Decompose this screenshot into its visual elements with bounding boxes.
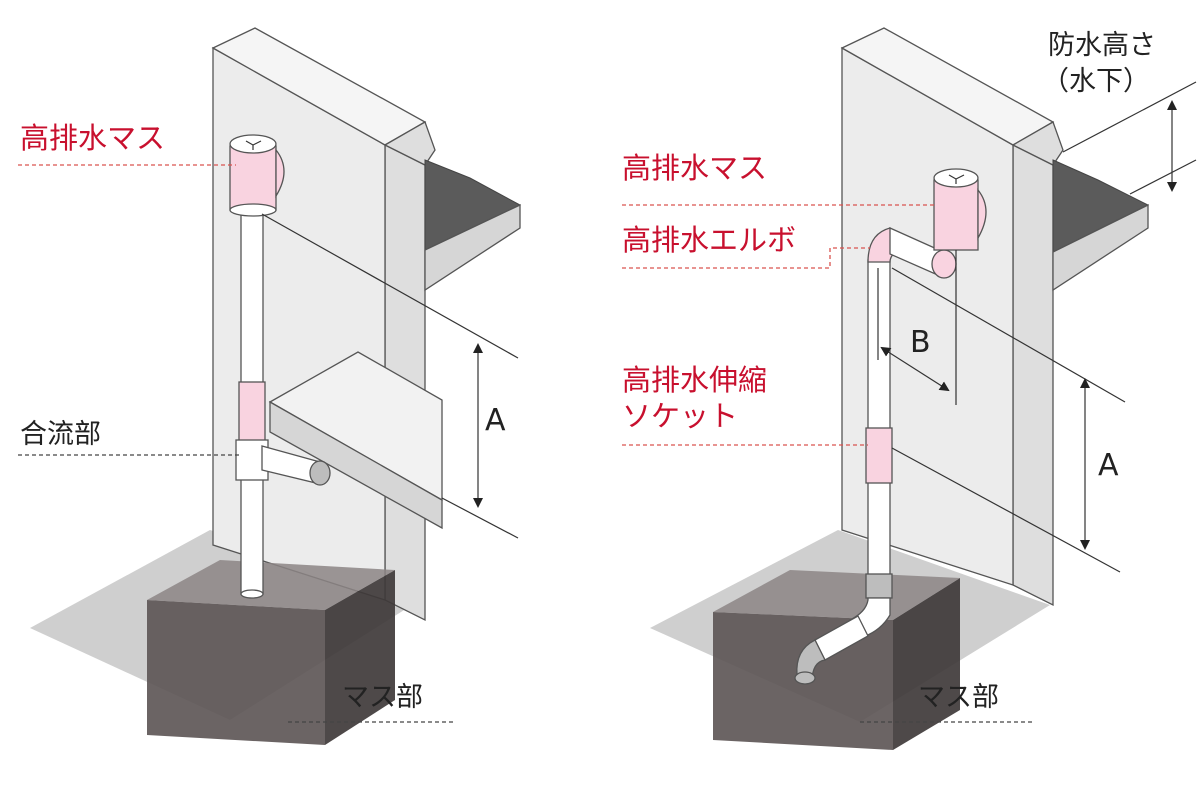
right-mass-body <box>933 179 979 251</box>
right-pink-socket <box>865 427 893 484</box>
right-illustration: B A 高排水マス 高排水エルボ 高排水伸縮 ソケット マス部 防水高さ （水下… <box>622 27 1197 750</box>
left-mass-lid <box>229 134 277 154</box>
left-mass-lid-mark <box>245 140 262 150</box>
right-elbow-leader <box>622 247 870 269</box>
left-dim-a-label: A <box>485 403 506 438</box>
right-roof-slab-edge <box>1052 203 1149 292</box>
left-basin-front <box>147 600 325 745</box>
right-dim-ext-bottom <box>891 447 1121 573</box>
right-mass-label: 高排水マス <box>622 151 767 185</box>
right-waterproof-label-line2: （水下） <box>1042 66 1150 97</box>
right-bottom-outlet-end <box>794 671 816 685</box>
right-dim-b-arrow <box>880 346 950 392</box>
right-dim-b-label: B <box>910 325 931 360</box>
left-basin-top <box>147 560 395 610</box>
left-pipe-bottom-end <box>240 589 264 599</box>
left-pink-socket <box>238 381 266 445</box>
left-mass-bottom <box>229 203 277 217</box>
right-wall-cap <box>1011 121 1064 166</box>
left-mass-label: 高排水マス <box>20 121 165 155</box>
right-elbow-joint <box>931 249 957 279</box>
right-basin-side <box>893 578 960 750</box>
left-illustration: A 高排水マス 合流部 マス部 <box>18 27 522 745</box>
left-roof-slab-edge <box>424 203 521 292</box>
right-socket-label-line2: ソケット <box>622 399 738 433</box>
right-mass-side-lug <box>977 188 987 241</box>
left-merge-label: 合流部 <box>20 419 101 450</box>
right-dim-a-label: A <box>1098 448 1119 483</box>
right-waterproof-ext-top <box>1062 81 1197 153</box>
right-mass-lid <box>933 168 979 188</box>
right-socket-label-line1: 高排水伸縮 <box>622 363 767 397</box>
left-dim-ext-top <box>261 213 519 359</box>
right-basin-top <box>713 570 960 620</box>
right-elbow-label: 高排水エルボ <box>622 223 796 257</box>
left-basin-side <box>325 570 395 745</box>
left-balcony-edge <box>269 400 443 530</box>
right-wall-side <box>1012 143 1054 607</box>
right-waterproof-ext-bottom <box>1129 159 1197 195</box>
right-basin-label: マス部 <box>918 682 999 713</box>
left-mass-side-lug <box>275 148 285 199</box>
left-wall-cap <box>383 121 436 166</box>
left-basin-label: マス部 <box>342 682 423 713</box>
left-branch-end <box>309 460 331 486</box>
right-waterproof-label-line1: 防水高さ <box>1048 30 1156 61</box>
right-bottom-coupling <box>865 573 893 599</box>
left-dim-ext-bottom <box>441 497 519 539</box>
right-mass-lid-mark <box>948 174 965 184</box>
left-mass-body <box>229 145 277 211</box>
